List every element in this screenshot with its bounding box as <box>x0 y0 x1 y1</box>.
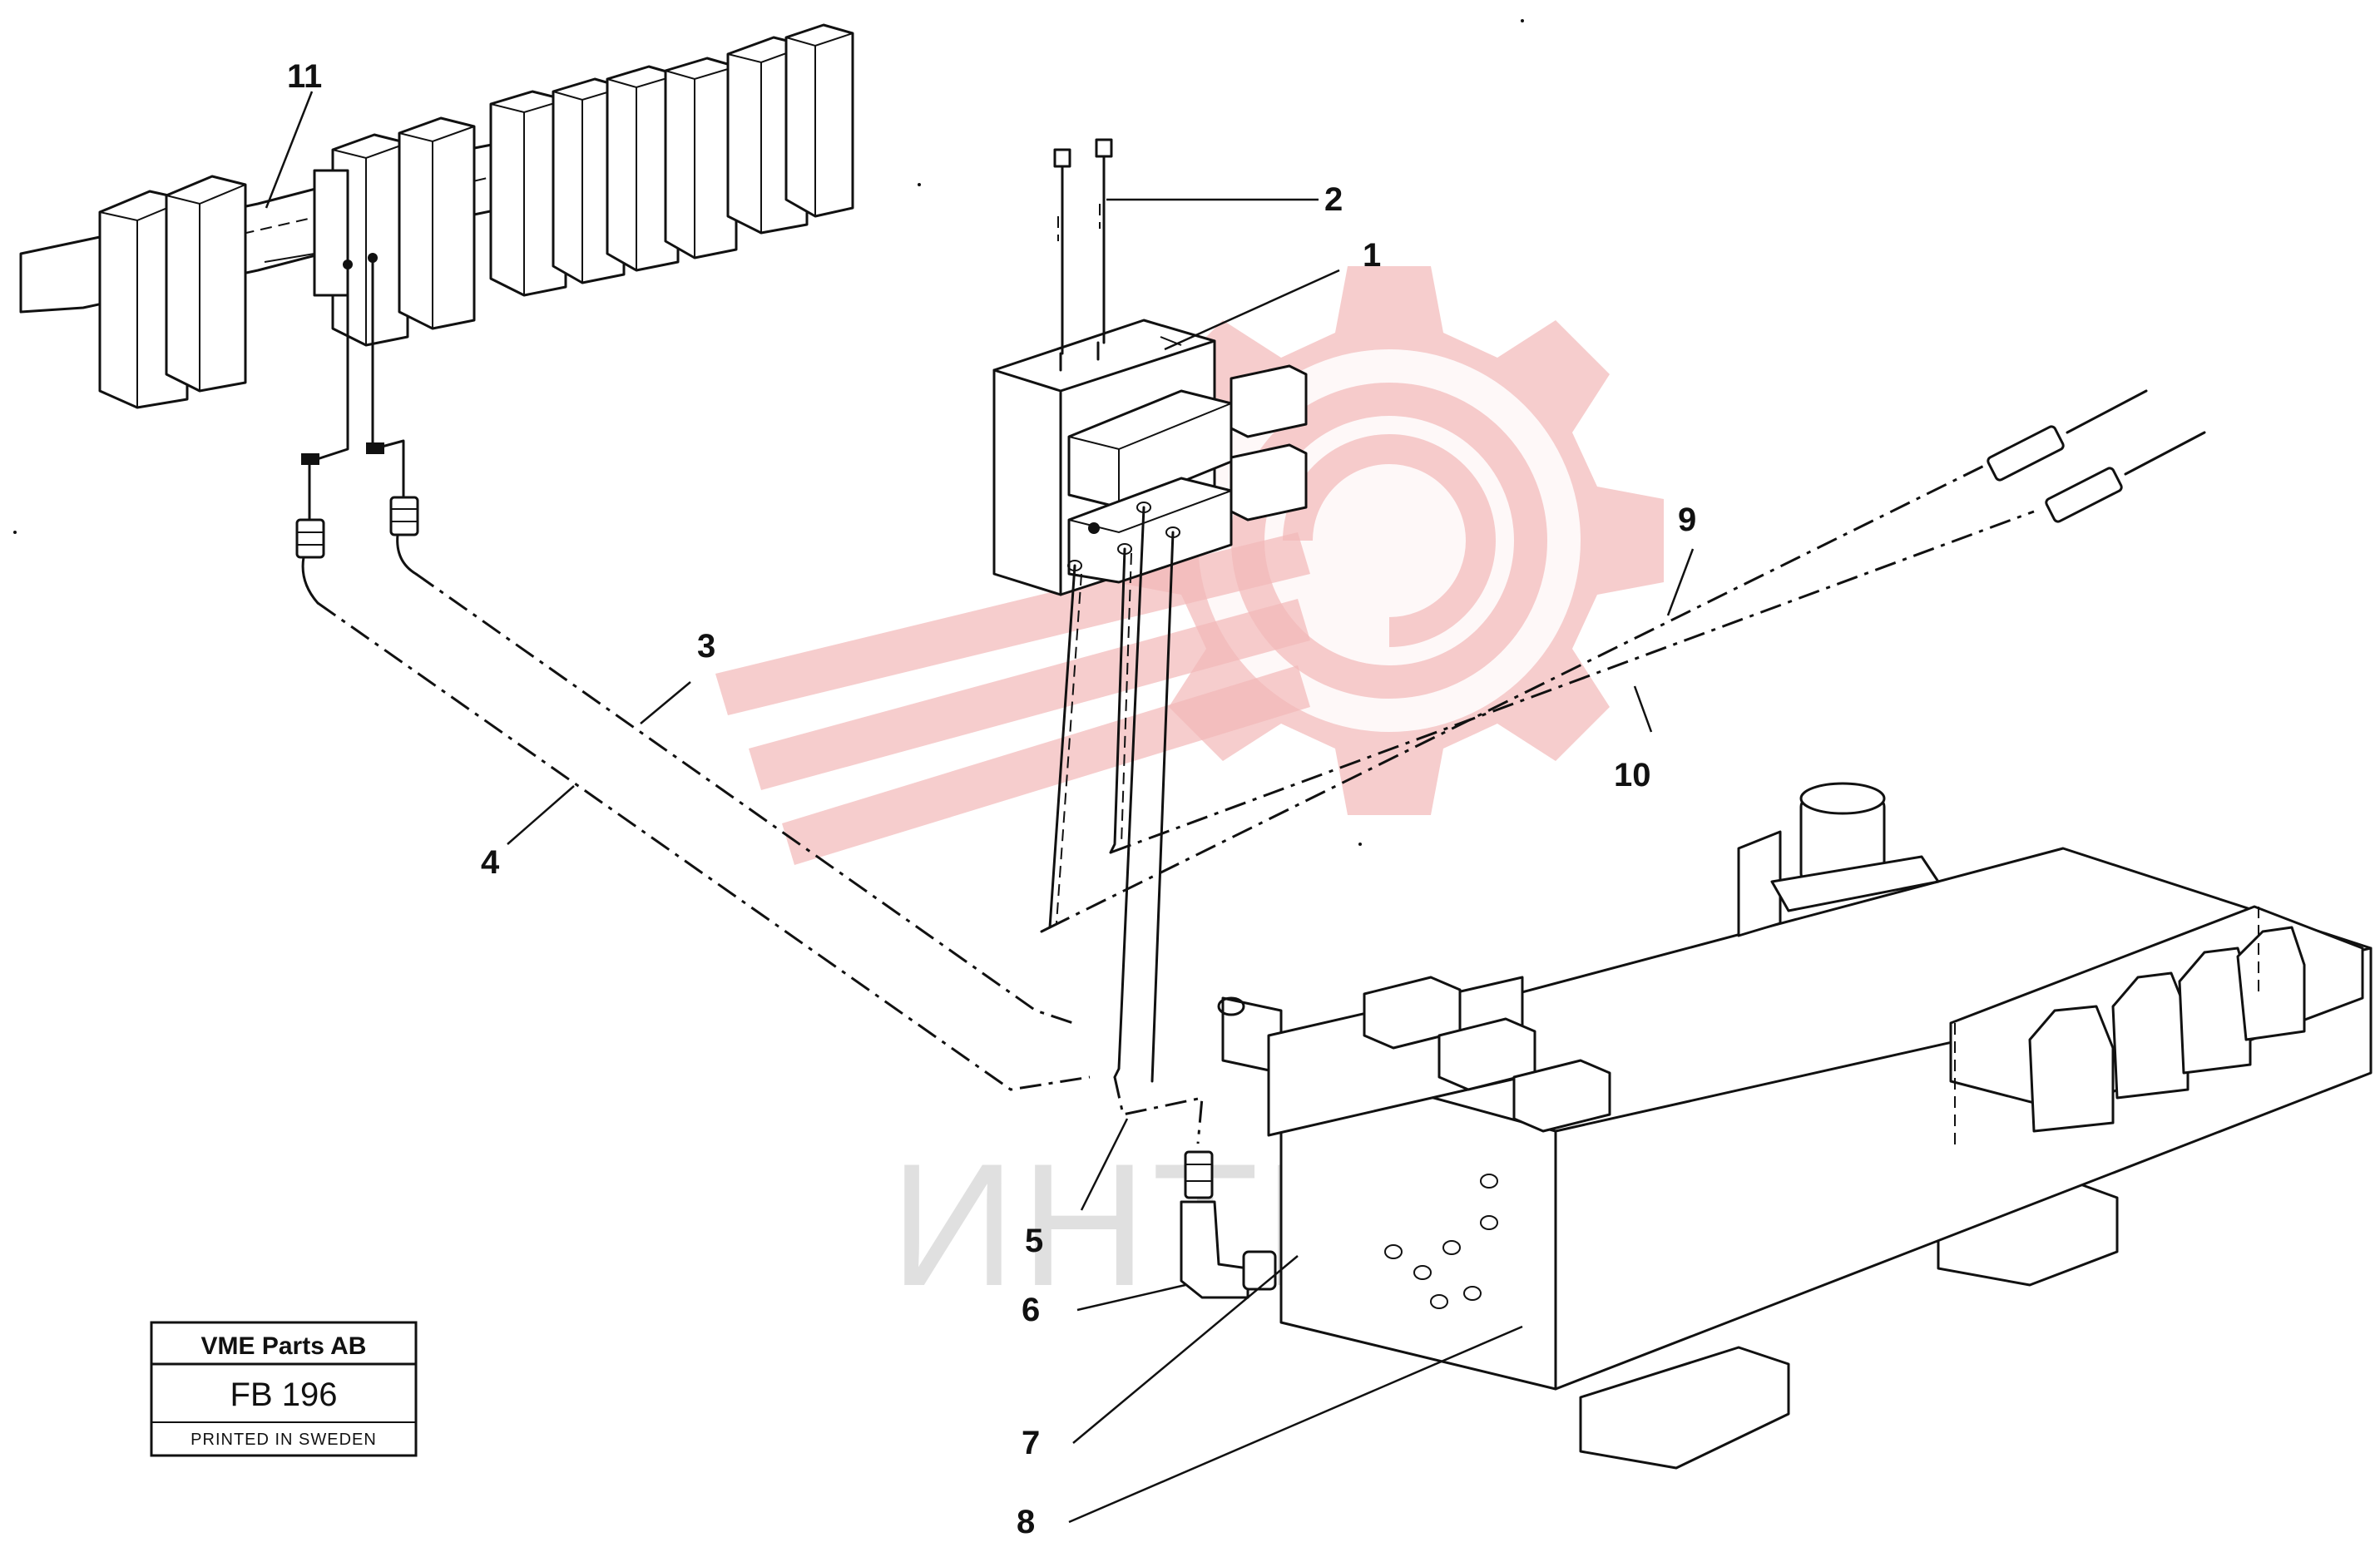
callout-2: 2 <box>1324 181 1343 218</box>
leader-6 <box>1076 1283 1186 1312</box>
elbow-fitting <box>1180 1200 1277 1299</box>
pilot-lines <box>1040 506 1175 1083</box>
leader-9 <box>1666 548 1695 616</box>
title-block-company: VME Parts AB <box>201 1332 367 1360</box>
callout-7: 7 <box>1022 1425 1040 1461</box>
callout-11: 11 <box>287 58 322 95</box>
callout-8: 8 <box>1017 1504 1035 1540</box>
hose-4 <box>317 601 1091 1091</box>
title-block-code: FB 196 <box>230 1377 338 1413</box>
leader-10 <box>1633 685 1653 733</box>
valve-screws <box>1053 138 1113 355</box>
terminal-block-strip <box>19 23 854 409</box>
callout-6: 6 <box>1022 1292 1040 1328</box>
leader-1 <box>1164 269 1340 351</box>
callout-3: 3 <box>697 628 715 665</box>
callout-1: 1 <box>1363 237 1381 274</box>
leader-7 <box>1072 1255 1299 1444</box>
title-block-printed: PRINTED IN SWEDEN <box>190 1431 377 1449</box>
leader-5 <box>1080 1118 1129 1211</box>
signal-wires <box>301 256 405 521</box>
valve-block <box>992 319 1308 596</box>
leader-8 <box>1068 1325 1523 1524</box>
leader-3 <box>640 681 691 724</box>
hose-5 <box>1113 1076 1214 1199</box>
leader-lines <box>265 91 1695 1524</box>
hose-fitting-left <box>295 518 325 605</box>
main-control-valve <box>1217 782 2373 1470</box>
hose-9 <box>1049 389 2148 929</box>
callout-labels: 1 2 3 4 5 6 7 8 9 10 11 <box>287 58 1696 1540</box>
callout-4: 4 <box>481 844 500 881</box>
hose-10 <box>1110 431 2206 854</box>
leader-4 <box>507 785 575 845</box>
title-block: VME Parts AB FB 196 PRINTED IN SWEDEN <box>150 1321 418 1457</box>
callout-9: 9 <box>1678 502 1696 538</box>
hose-fitting-right <box>389 496 419 576</box>
hose-3 <box>415 572 1074 1025</box>
callout-5: 5 <box>1025 1223 1043 1259</box>
leader-11 <box>265 91 314 209</box>
callout-10: 10 <box>1614 757 1651 793</box>
